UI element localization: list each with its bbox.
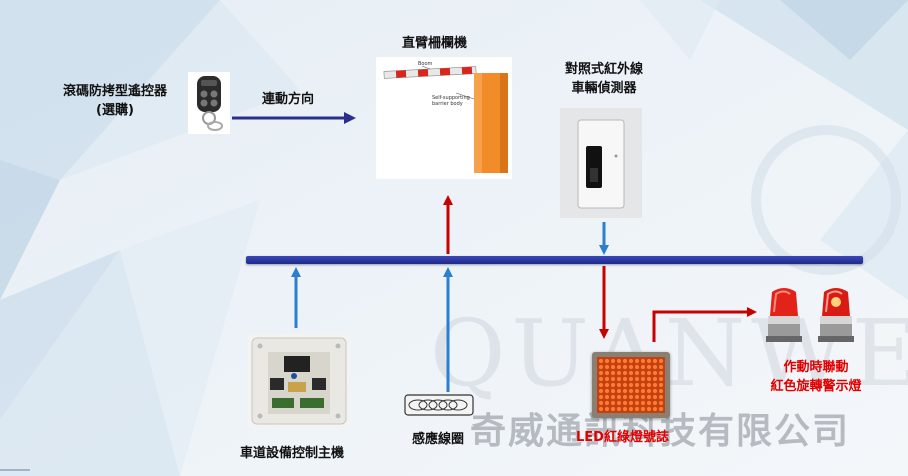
barrier-body-label-2: barrier body [432, 101, 463, 107]
ir-sensor-photo [560, 108, 642, 218]
direction-label: 連動方向 [262, 92, 315, 107]
warning-lights-photo [766, 288, 854, 342]
remote-optional-label: (選購) [96, 103, 134, 118]
warning-label-line1: 作動時聯動 [783, 360, 849, 375]
sensor-label-line1: 對照式紅外線 [564, 62, 643, 77]
led-sign-photo [592, 352, 670, 418]
controller-label: 車道設備控制主機 [240, 446, 345, 461]
barrier-gate-photo: Boom Self-supporting barrier body [376, 57, 512, 179]
barrier-body-label-1: Self-supporting [432, 95, 470, 101]
loop-label: 感應線圈 [412, 432, 465, 447]
warning-light-left [766, 288, 802, 342]
sensor-label-block: 對照式紅外線 車輛偵測器 [542, 60, 666, 98]
remote-label: 滾碼防拷型遙控器 [62, 84, 167, 99]
warning-label-block: 作動時聯動 紅色旋轉警示燈 [752, 358, 880, 396]
controller-box-photo [248, 334, 350, 428]
sensor-label-line2: 車輛偵測器 [571, 81, 637, 96]
led-sign-label: LED紅綠燈號誌 [576, 430, 669, 445]
signal-bus-bar [246, 256, 863, 264]
warning-light-right [818, 288, 854, 342]
led-to-warning-arrow [652, 307, 757, 342]
warning-label-line2: 紅色旋轉警示燈 [770, 379, 862, 394]
led-matrix [597, 357, 665, 413]
remote-label-block: 滾碼防拷型遙控器 (選購) [40, 82, 190, 120]
induction-loop-icon [404, 394, 474, 416]
barrier-boom-label: Boom [418, 61, 433, 67]
barrier-label: 直臂柵欄機 [402, 36, 468, 51]
remote-control-icon [188, 72, 230, 134]
